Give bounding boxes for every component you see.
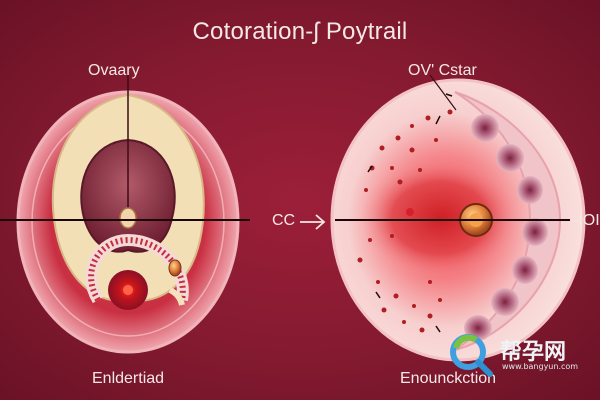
left-red-spot — [123, 285, 133, 295]
cell — [496, 144, 524, 172]
cell — [517, 176, 543, 204]
watermark-brand: 帮孕网 — [500, 340, 567, 365]
cell — [512, 256, 538, 284]
left-ovary-illustration — [16, 75, 240, 354]
magnifier-logo-icon — [450, 334, 493, 377]
cell — [491, 288, 519, 316]
right-cells — [464, 114, 548, 341]
label-left-top: Ovaary — [88, 62, 140, 79]
watermark: 帮孕网 www.bangyun.com — [446, 330, 586, 380]
watermark-url: www.bangyun.com — [502, 362, 579, 371]
right-ticks — [367, 93, 453, 333]
label-right-top: OV' Cstar — [408, 62, 477, 79]
diagram-title: Cotoration-ʃ Poytrail — [192, 18, 408, 45]
left-tube-end — [168, 287, 185, 306]
right-arrow-icon — [300, 214, 326, 230]
right-dots — [357, 109, 453, 333]
cell — [522, 218, 548, 246]
right-halo — [360, 158, 520, 278]
label-right-edge: -IOI — [573, 212, 600, 229]
label-left-bottom: Enldertiad — [92, 370, 165, 387]
label-right-bottom: Enounckction — [400, 370, 497, 387]
label-middle: CC — [272, 212, 296, 229]
left-egg-side — [168, 259, 182, 277]
right-uterus-illustration — [330, 74, 586, 362]
right-pointer — [429, 74, 457, 111]
cell — [471, 114, 499, 142]
left-egg-center — [119, 207, 137, 229]
